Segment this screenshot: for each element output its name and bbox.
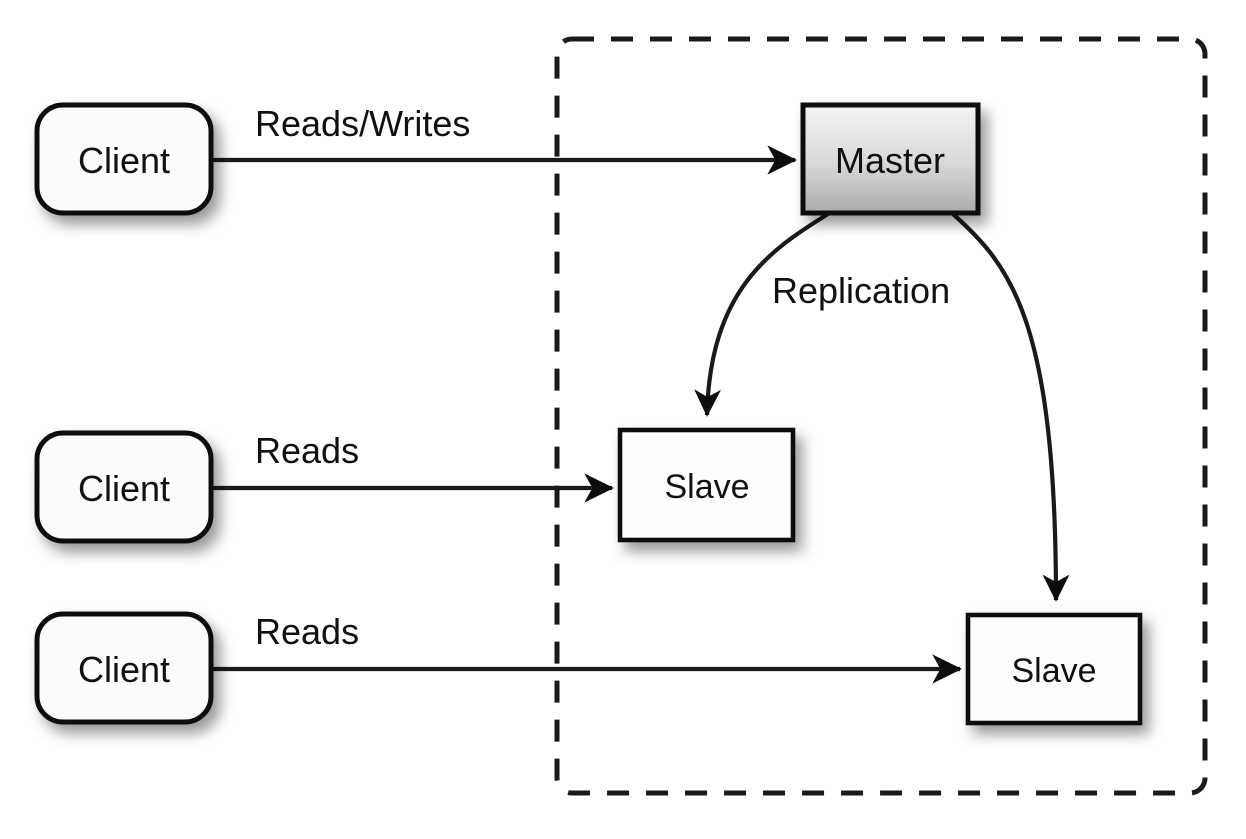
client-2-shape xyxy=(34,430,214,544)
client-2-label: Client xyxy=(78,468,170,509)
node-client-2[interactable]: Client xyxy=(34,430,214,544)
node-slave-2[interactable]: Slave xyxy=(965,612,1143,726)
edge-master-slave2 xyxy=(951,212,1070,602)
slave-2-label: Slave xyxy=(1011,652,1096,690)
client-1-shape xyxy=(34,102,214,216)
node-client-3[interactable]: Client xyxy=(34,611,214,725)
master-label: Master xyxy=(835,140,945,181)
slave-1-label: Slave xyxy=(664,468,749,506)
database-cluster-boundary xyxy=(554,36,1208,796)
client-3-label: Client xyxy=(78,649,170,690)
edge-label-reads-slave2: Reads xyxy=(255,611,359,652)
edge-master-slave1 xyxy=(694,212,830,417)
node-master[interactable]: Master xyxy=(800,102,981,216)
client-1-label: Client xyxy=(78,140,170,181)
edge-label-replication: Replication xyxy=(772,270,950,311)
master-shape xyxy=(800,102,981,216)
edge-label-reads-slave1: Reads xyxy=(255,430,359,471)
node-client-1[interactable]: Client xyxy=(34,102,214,216)
edge-label-reads-writes: Reads/Writes xyxy=(255,103,470,144)
slave-2-shape xyxy=(965,612,1143,726)
node-slave-1[interactable]: Slave xyxy=(617,427,796,543)
client-3-shape xyxy=(34,611,214,725)
slave-1-shape xyxy=(617,427,796,543)
